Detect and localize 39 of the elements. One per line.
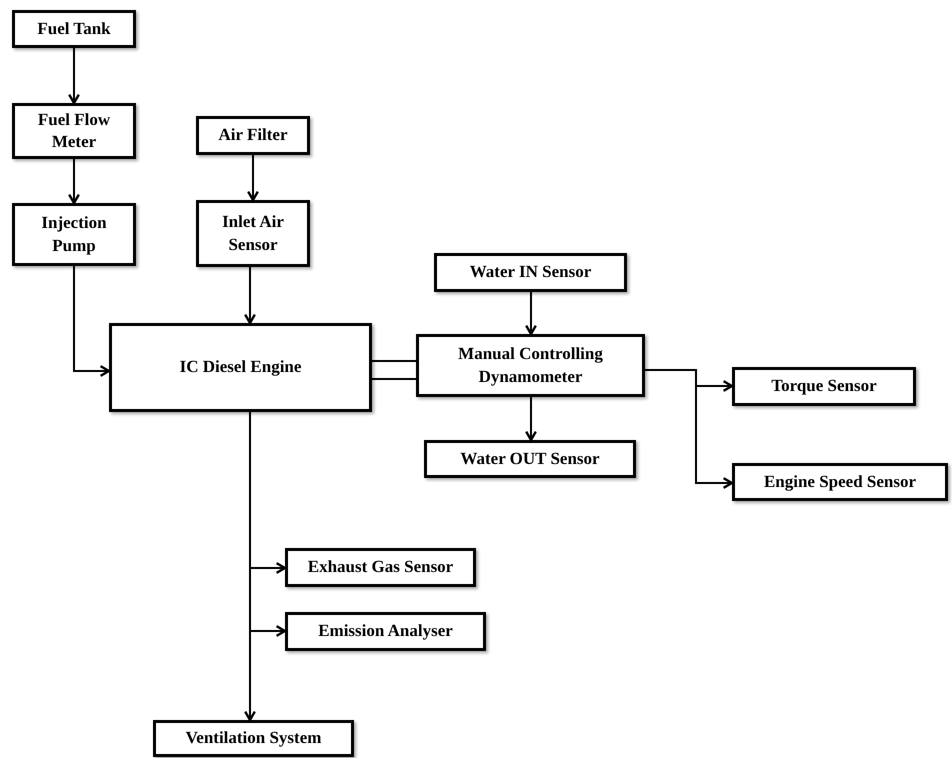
- arrow: [244, 412, 256, 722]
- process-box: [109, 323, 372, 412]
- process-box: [285, 612, 486, 651]
- box-label: Exhaust Gas Sensor: [308, 556, 454, 578]
- box-label: Inlet Air Sensor: [221, 211, 285, 256]
- process-box: [434, 253, 627, 292]
- box-label: Fuel Tank: [37, 18, 111, 40]
- process-box: [416, 334, 645, 397]
- arrow: [68, 48, 80, 104]
- box-label: Emission Analyser: [318, 620, 453, 642]
- process-box: [732, 463, 948, 501]
- process-box: [153, 720, 354, 757]
- process-box: [12, 203, 136, 266]
- process-box: [424, 440, 636, 478]
- box-label: Air Filter: [218, 124, 288, 146]
- box-label: Ventilation System: [186, 727, 322, 750]
- arrow: [645, 369, 734, 489]
- box-label: Fuel Flow Meter: [36, 108, 112, 153]
- arrow: [244, 267, 256, 324]
- box-label: Manual Controlling Dynamometer: [457, 343, 604, 388]
- arrow: [525, 292, 537, 336]
- box-label: Engine Speed Sensor: [764, 470, 916, 493]
- arrow: [68, 159, 80, 204]
- process-box: [732, 367, 916, 406]
- connector-line: [372, 378, 416, 380]
- process-box: [196, 200, 310, 267]
- process-box: [12, 103, 136, 159]
- process-box: [12, 10, 136, 48]
- connector-line: [372, 360, 416, 362]
- arrow: [247, 155, 259, 202]
- process-box: [196, 116, 310, 155]
- box-label: IC Diesel Engine: [180, 356, 302, 378]
- process-box: [285, 548, 476, 587]
- box-label: Water OUT Sensor: [460, 448, 600, 470]
- box-label: Water IN Sensor: [470, 261, 592, 284]
- box-label: Injection Pump: [40, 212, 108, 257]
- arrow: [525, 397, 537, 442]
- box-label: Torque Sensor: [771, 375, 877, 398]
- arrow: [73, 266, 110, 377]
